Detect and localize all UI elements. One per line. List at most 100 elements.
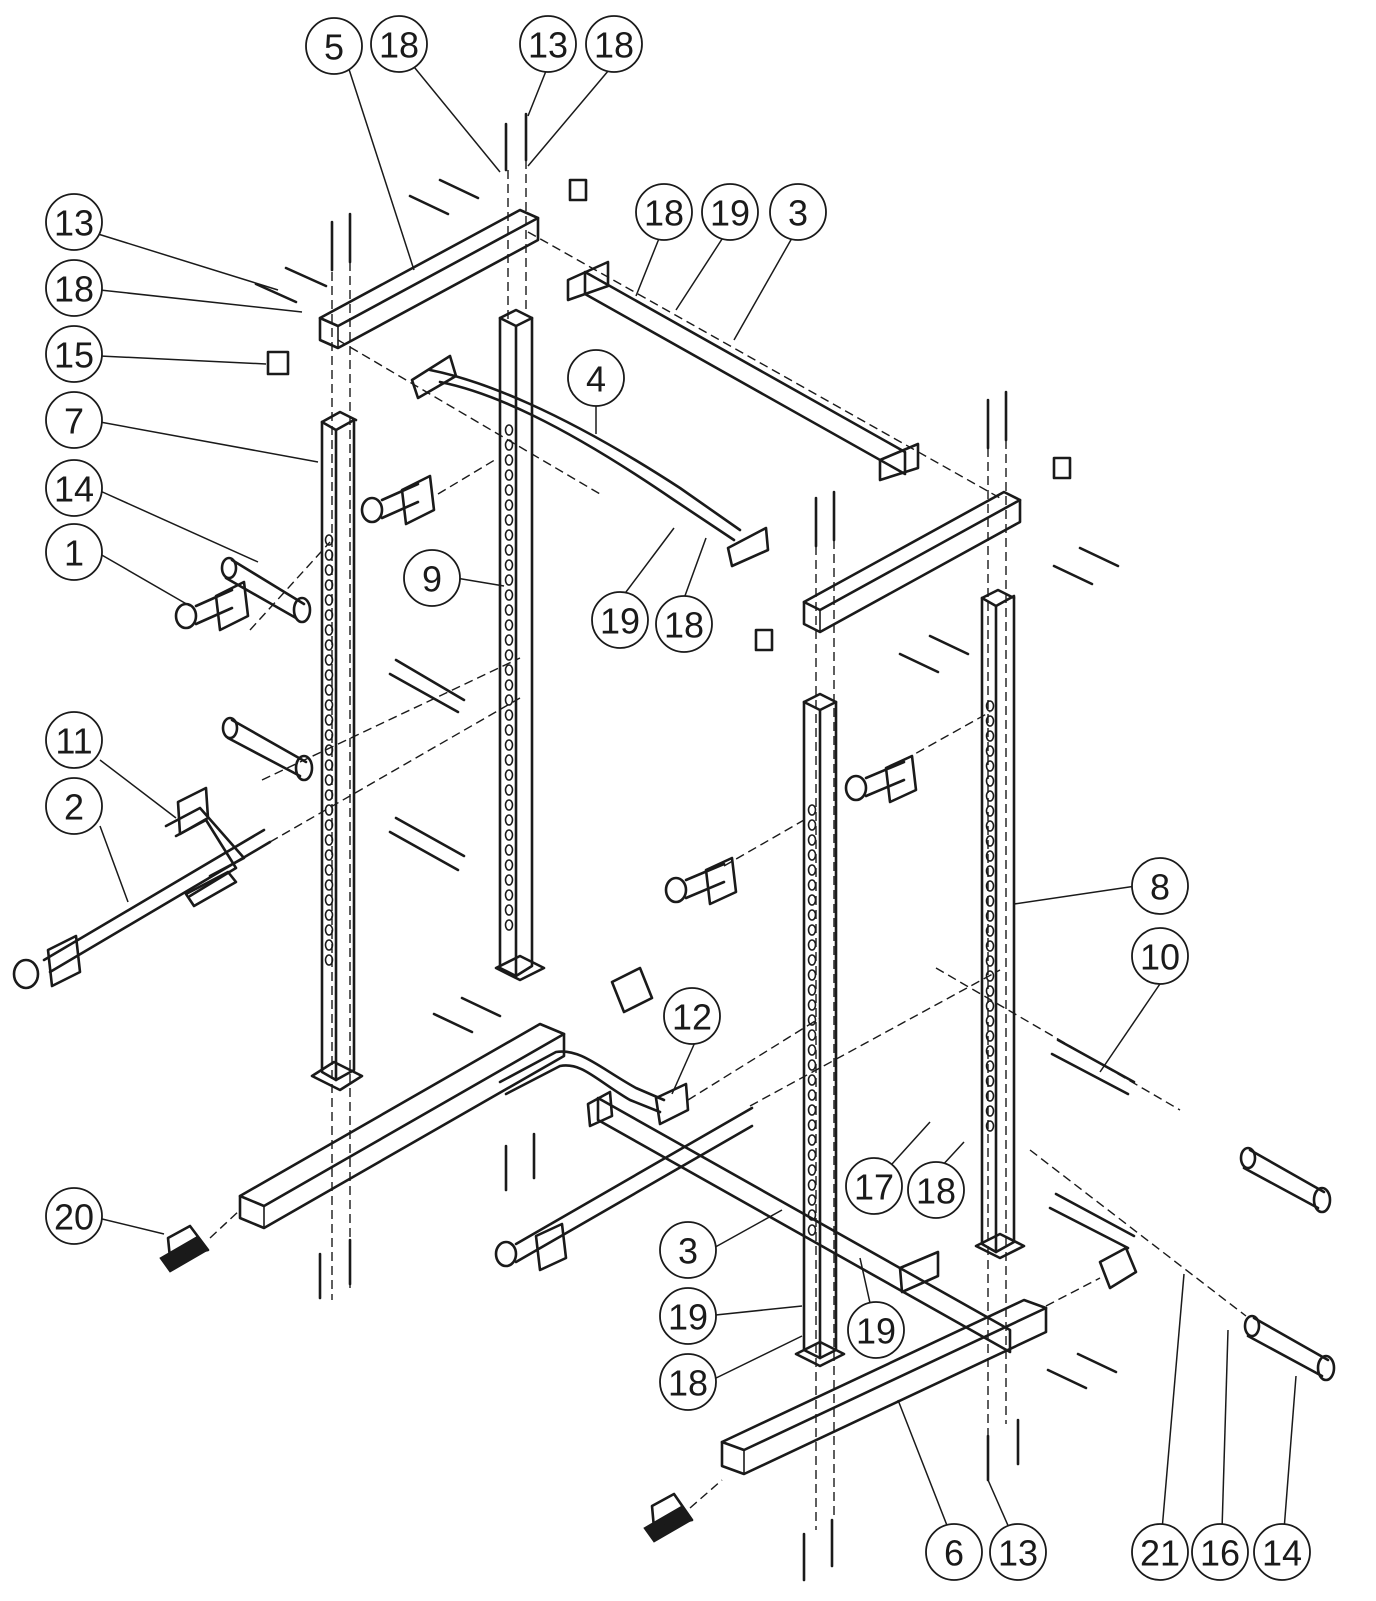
upright-back-left [494,308,546,982]
callout-circle [1191,1523,1249,1581]
callout-label: 19 [856,1311,896,1352]
upright-hole [324,894,334,906]
callout-circle [925,1523,983,1581]
callout-19: 19 [701,183,759,241]
upright-hole [985,940,995,952]
upright-hole [985,730,995,742]
upright-hole [504,664,514,676]
callout-circle [45,1187,103,1245]
callout-label: 14 [1262,1533,1302,1574]
callout-label: 19 [668,1297,708,1338]
upright-hole [807,1224,817,1236]
upright-hole [807,849,817,861]
callout-label: 19 [600,601,640,642]
callout-circle [663,987,721,1045]
upright-hole [504,859,514,871]
upright-hole [807,1074,817,1086]
callout-label: 13 [528,25,568,66]
callout-label: 7 [64,401,84,442]
upright-hole [985,805,995,817]
upright-hole [504,589,514,601]
callout-label: 13 [54,203,94,244]
callout-13: 13 [45,193,103,251]
upright-hole [504,889,514,901]
callout-circle [701,183,759,241]
callout-14: 14 [45,459,103,517]
callout-18: 18 [655,595,713,653]
callout-circle [370,15,428,73]
callout-19: 19 [591,591,649,649]
callout-label: 11 [55,721,92,762]
callout-13: 13 [989,1523,1047,1581]
callout-circle [403,549,461,607]
upright-hole [504,694,514,706]
callout-label: 18 [668,1363,708,1404]
upright-hole [985,745,995,757]
callout-16: 16 [1191,1523,1249,1581]
callout-circle [845,1157,903,1215]
long-lever-bar [12,828,272,990]
callout-leaders [97,59,1297,1531]
callout-4: 4 [567,349,625,407]
callout-label: 20 [54,1197,94,1238]
callout-circle [305,17,363,75]
upright-hole [504,484,514,496]
upright-hole [985,910,995,922]
callout-label: 5 [324,27,344,68]
upright-hole [504,679,514,691]
callout-label: 4 [586,359,606,400]
callout-circle [989,1523,1047,1581]
callout-label: 16 [1200,1533,1240,1574]
upright-hole [807,1044,817,1056]
callout-circle [1253,1523,1311,1581]
callout-21: 21 [1131,1523,1189,1581]
upright-hole [504,559,514,571]
upright-hole [324,864,334,876]
upright-hole [985,1045,995,1057]
upright-hole [504,709,514,721]
upright-hole [504,904,514,916]
callout-label: 14 [54,469,94,510]
callout-label: 2 [64,787,84,828]
callout-label: 18 [644,193,684,234]
upright-hole [807,1164,817,1176]
upright-hole [807,1149,817,1161]
callout-circle [45,391,103,449]
upright-hole [504,799,514,811]
upright-hole [504,874,514,886]
upright-hole [807,1134,817,1146]
upright-hole [807,1059,817,1071]
callout-circle [45,711,103,769]
callout-label: 18 [916,1171,956,1212]
callout-circle [45,777,103,835]
upright-hole [504,619,514,631]
upright-hole [807,804,817,816]
callout-circle [519,15,577,73]
upright-hole [807,864,817,876]
callout-label: 18 [54,269,94,310]
callout-label: 6 [944,1533,964,1574]
upright-hole [504,529,514,541]
upright-hole [504,499,514,511]
upright-hole [985,880,995,892]
upright-hole [504,634,514,646]
upright-hole [807,999,817,1011]
callout-circle [591,591,649,649]
top-cross-beam-right [802,490,1022,634]
upright-hole [985,790,995,802]
callout-label: 8 [1150,867,1170,908]
upright-hole [504,574,514,586]
callout-label: 12 [672,997,712,1038]
callout-circle [45,193,103,251]
callout-19: 19 [659,1287,717,1345]
callout-label: 1 [64,533,84,574]
callout-circle [659,1287,717,1345]
callout-circle [585,15,643,73]
upright-hole [324,669,334,681]
upright-hole [807,1089,817,1101]
upright-hole [807,879,817,891]
callout-label: 9 [422,559,442,600]
callout-label: 10 [1140,937,1180,978]
upright-hole [504,829,514,841]
